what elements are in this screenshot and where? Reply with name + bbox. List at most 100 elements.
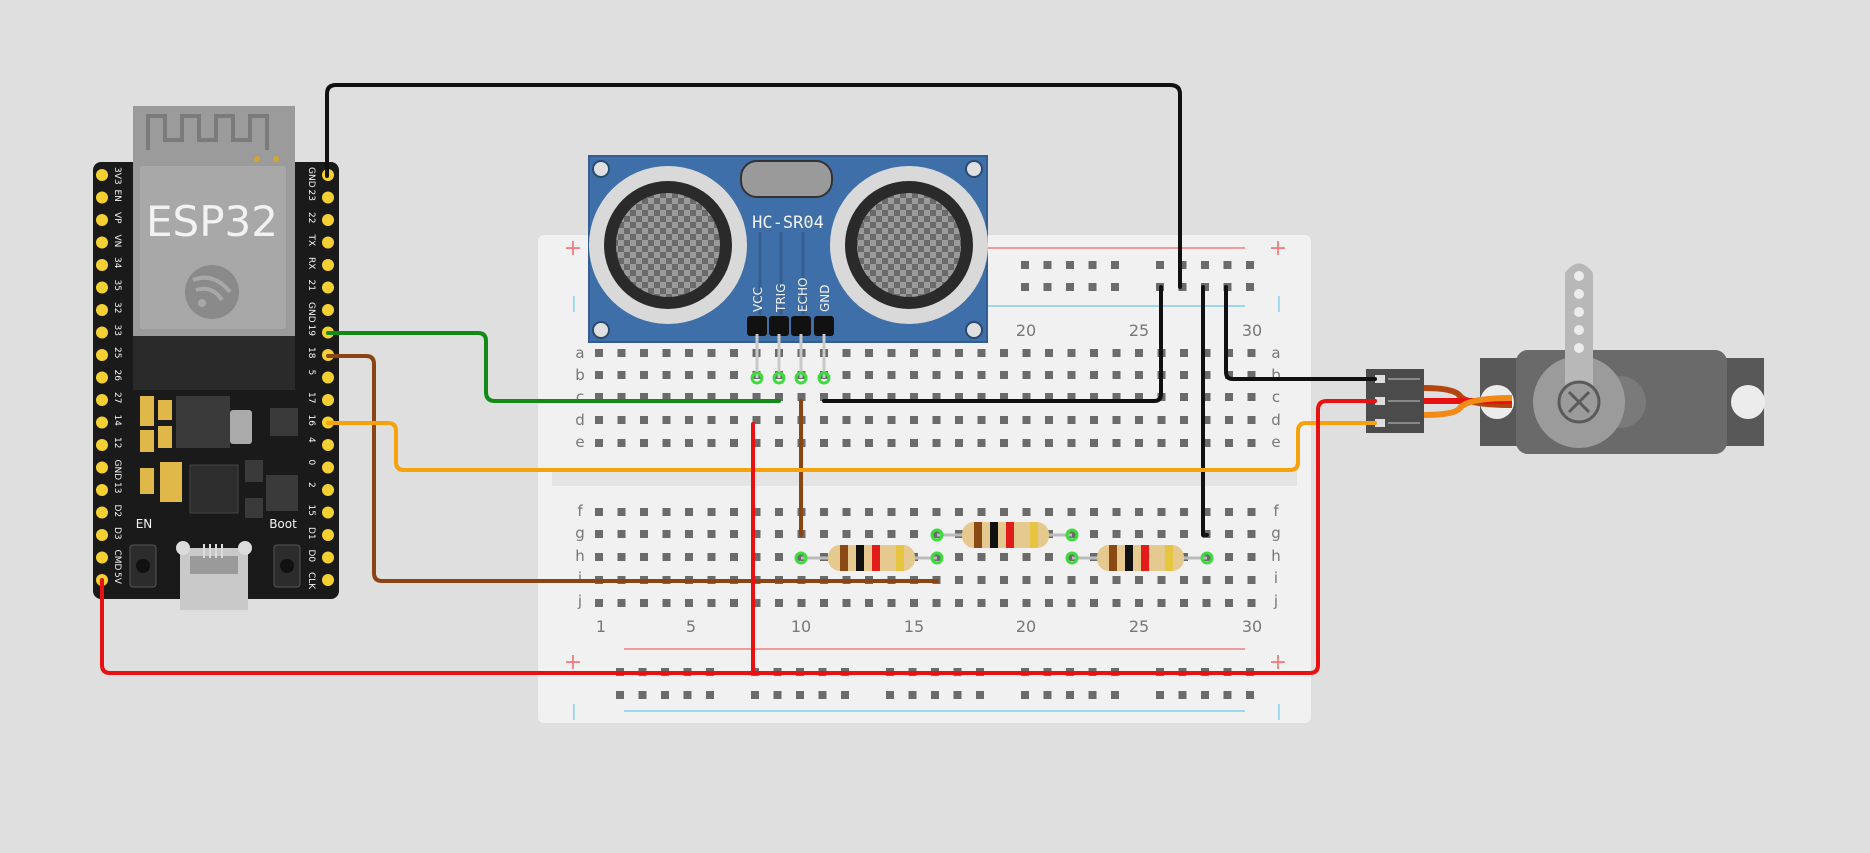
esp32-pin[interactable] [322,439,334,451]
row-label: d [575,411,585,429]
breadboard-hole [1067,439,1076,447]
breadboard-hole [1202,576,1211,584]
breadboard-hole [932,530,941,538]
breadboard-hole [797,599,806,607]
wire-gnd-esp32-to-rail[interactable] [325,83,1182,289]
wire-servo-signal-orange[interactable] [326,421,1377,472]
breadboard-hole [1045,371,1053,379]
breadboard-hole [977,553,986,561]
resistor[interactable] [937,522,1072,548]
esp32-pin[interactable] [322,394,334,406]
breadboard-hole [1202,393,1211,401]
esp32-pin[interactable] [322,304,334,316]
esp32-pin[interactable] [96,326,108,339]
esp32-pin[interactable] [322,529,334,541]
capacitor [140,468,154,494]
breadboard-hole [1247,508,1256,516]
wire-gnd-sensor-to-rail[interactable] [822,285,1163,403]
breadboard-hole [955,508,963,516]
rail-hole [841,691,849,699]
esp32-pin[interactable] [96,169,108,181]
esp32-pin[interactable] [322,214,334,226]
breadboard-hole [977,393,986,401]
breadboard-hole [1247,576,1256,584]
breadboard-hole [1247,371,1256,379]
esp32-board[interactable]: ESP32 3V3ENVPVN343532332526271412GND13D2… [93,106,339,610]
resistor[interactable] [801,545,937,571]
esp32-pin-label: 19 [306,325,316,337]
esp32-pin[interactable] [322,191,334,204]
breadboard-hole [887,439,896,447]
esp32-pin[interactable] [96,529,108,541]
resistor[interactable] [1072,545,1207,571]
esp32-pin[interactable] [96,506,108,519]
row-label: b [1271,366,1281,384]
esp32-pin[interactable] [96,259,108,271]
wire-echo-brown[interactable] [326,354,939,583]
esp32-pin[interactable] [96,484,108,496]
esp32-pin[interactable] [96,191,108,204]
column-number: 25 [1129,617,1149,636]
esp32-pin-label: 25 [112,347,122,358]
esp32-pin-label: RX [306,257,316,269]
rail-hole [1223,691,1232,699]
esp32-pin[interactable] [96,461,108,474]
row-label: h [575,547,585,565]
wire-5v-red[interactable] [100,399,1377,675]
rail-hole [1223,261,1232,269]
breadboard-hole [775,393,783,401]
breadboard-hole [595,553,603,561]
esp32-pin[interactable] [96,551,108,564]
esp32-pin[interactable] [96,439,108,451]
rail-hole [1088,283,1097,291]
breadboard-hole [1067,508,1076,516]
esp32-pin[interactable] [96,236,108,249]
breadboard-hole [977,439,986,447]
usb-serial-chip [189,464,239,514]
wire-trig-green[interactable] [326,331,781,403]
rail-hole [1246,691,1254,699]
esp32-pin[interactable] [322,371,334,384]
esp32-pin[interactable] [322,574,334,586]
esp32-pin[interactable] [322,259,334,271]
breadboard-hole [1247,349,1256,357]
servo-motor[interactable] [1366,263,1765,455]
breadboard-hole [1067,371,1076,379]
antenna-trace-icon [146,114,269,150]
rail-minus-sign: | [1276,293,1281,312]
esp32-pin[interactable] [96,304,108,316]
esp32-pin[interactable] [96,349,108,361]
breadboard-hole [1202,371,1211,379]
wire-gnd-rail-to-resistor[interactable] [1201,285,1209,537]
esp32-pin[interactable] [322,281,334,294]
boot-button-label: Boot [269,517,297,531]
rail-hole [796,691,804,699]
esp32-pin-label: CMD [112,550,122,571]
en-button-label: EN [136,517,153,531]
breadboard-hole [1090,508,1098,516]
esp32-pin[interactable] [322,236,334,249]
esp32-pin[interactable] [96,281,108,294]
esp32-pin[interactable] [96,394,108,406]
esp32-pin[interactable] [96,371,108,384]
rail-plus-sign: + [1269,236,1287,261]
breadboard-hole [1135,349,1143,357]
led-dot [254,156,260,162]
esp32-pin[interactable] [322,506,334,519]
breadboard-hole [797,393,806,401]
resistor-array [160,462,182,502]
wire-gnd-rail-to-servo[interactable] [1224,285,1377,381]
esp32-pin[interactable] [322,484,334,496]
esp32-pin[interactable] [96,416,108,429]
hc-sr04-sensor[interactable]: HC-SR04 VCC TRIG ECHO GND [588,155,988,378]
diode [245,498,263,518]
breadboard-hole [1090,416,1098,424]
esp32-pin[interactable] [322,551,334,564]
breadboard-hole [1022,576,1031,584]
breadboard-hole [1225,393,1233,401]
esp32-pin[interactable] [96,214,108,226]
usb-pins [203,544,223,558]
esp32-pin[interactable] [322,461,334,474]
